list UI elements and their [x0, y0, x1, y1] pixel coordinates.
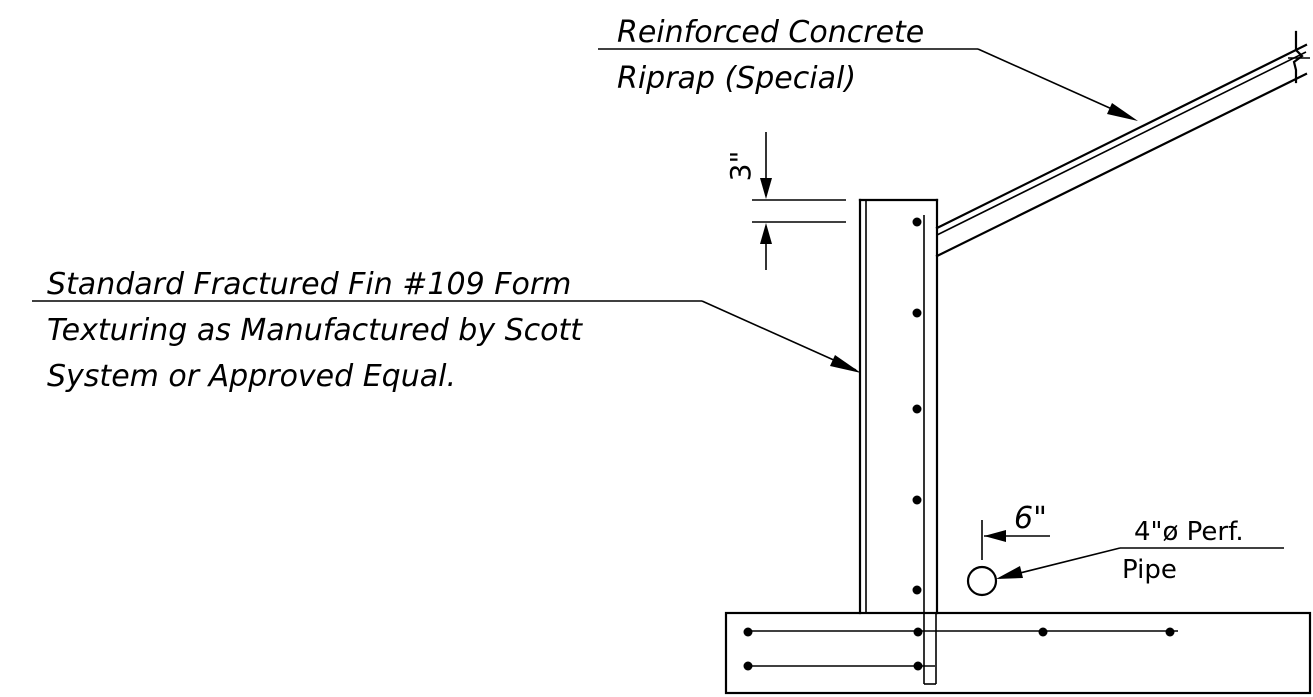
dim-label-6in: 6": [1014, 501, 1047, 536]
note-fin-line3: System or Approved Equal.: [47, 359, 456, 394]
note-fin-leader: [701, 300, 857, 371]
rebar-dot: [913, 661, 923, 671]
leader-arrow: [1107, 103, 1138, 121]
note-fin-line2: Texturing as Manufactured by Scott: [47, 313, 583, 348]
footing-outline: [724, 611, 1312, 695]
leader-arrow: [996, 566, 1023, 579]
note-riprap-leader: [977, 48, 1133, 119]
rebar-dot: [912, 404, 922, 414]
rebar-dot: [913, 627, 923, 637]
riprap-break-line: [1292, 30, 1304, 84]
riprap-mid: [936, 51, 1307, 236]
note-riprap-line1: Reinforced Concrete: [617, 15, 924, 50]
rebar-dot: [1038, 627, 1048, 637]
riprap-top: [935, 43, 1308, 230]
rebar-dot: [912, 308, 922, 318]
rebar-dot: [743, 661, 753, 671]
dim-arrow-down: [760, 178, 772, 199]
note-fin-line1: Standard Fractured Fin #109 Form: [47, 267, 571, 302]
note-pipe-line1: 4"ø Perf.: [1134, 517, 1244, 547]
rebar-dot: [1165, 627, 1175, 637]
dim-label-3in: 3": [724, 151, 757, 182]
rebar-dot: [912, 217, 922, 227]
rebar-dot: [912, 585, 922, 595]
dim-arrow-left: [984, 530, 1006, 542]
leader-arrow: [830, 355, 861, 373]
rebar-dot: [743, 627, 753, 637]
note-riprap-line2: Riprap (Special): [617, 61, 856, 96]
note-pipe-line2: Pipe: [1122, 555, 1177, 585]
dim-arrow-up: [760, 223, 772, 244]
riprap-bottom: [935, 72, 1308, 258]
perforated-pipe: [966, 565, 998, 597]
rebar-dot: [912, 495, 922, 505]
